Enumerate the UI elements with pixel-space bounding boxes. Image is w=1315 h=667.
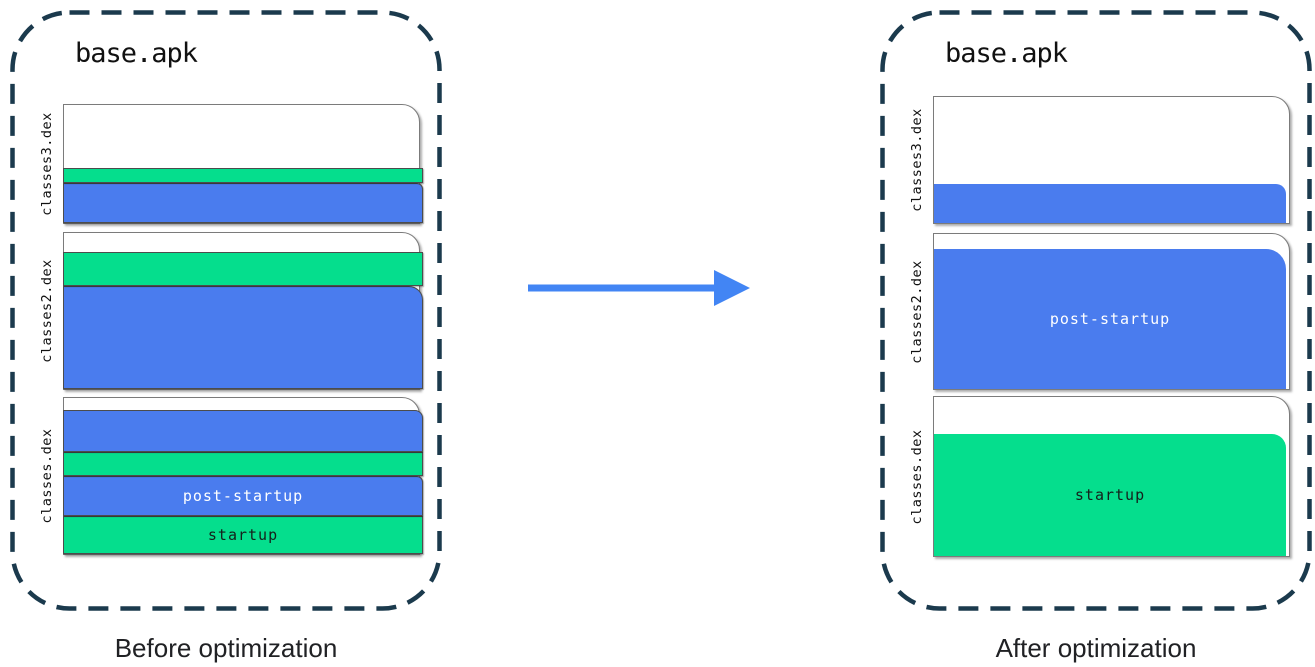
dex-file-name: classes3.dex [909,108,925,212]
dex-band-green: startup [934,434,1286,556]
dex-file: classes.dex startup post-startup [39,397,423,555]
before-to-after-arrow-icon [528,270,750,306]
dex-band-blue: post-startup [934,249,1286,389]
dex-band-blue: post-startup [63,476,423,516]
dex-file-name: classes2.dex [909,259,925,364]
apk-title: base.apk [75,38,198,69]
apk-title: base.apk [945,38,1068,69]
band-label: post-startup [1049,310,1171,328]
panel-after: base.apk classes3.dex classes2.dex post-sta… [880,10,1312,663]
dex-file: classes.dex startup [909,396,1290,557]
dex-band-green [63,252,423,286]
dex-file-name: classes2.dex [39,259,55,363]
dex-file-name: classes3.dex [39,112,55,216]
dex-band-blue [63,410,423,452]
panel-before: base.apk classes3.dex classes2.dex classes.… [10,10,442,663]
band-label: startup [1074,486,1146,504]
before-caption: Before optimization [114,633,338,663]
dex-band-blue [934,184,1286,223]
after-caption: After optimization [995,633,1197,663]
dex-band-blue [63,286,423,389]
apk-outline [10,10,442,611]
dex-band-green [63,452,423,476]
dex-file-name: classes.dex [39,428,55,524]
dex-file: classes2.dex [39,232,423,390]
band-label: startup [207,526,279,544]
dex-file: classes2.dex post-startup [909,233,1290,390]
dex-band-green: startup [63,516,423,554]
dex-file-name: classes.dex [909,429,925,524]
band-label: post-startup [182,487,304,505]
dex-band-green [63,168,423,183]
apk-outline [880,10,1312,611]
dex-file: classes3.dex [39,104,423,224]
dex-file: classes3.dex [909,96,1290,224]
dex-band-blue [63,183,423,223]
